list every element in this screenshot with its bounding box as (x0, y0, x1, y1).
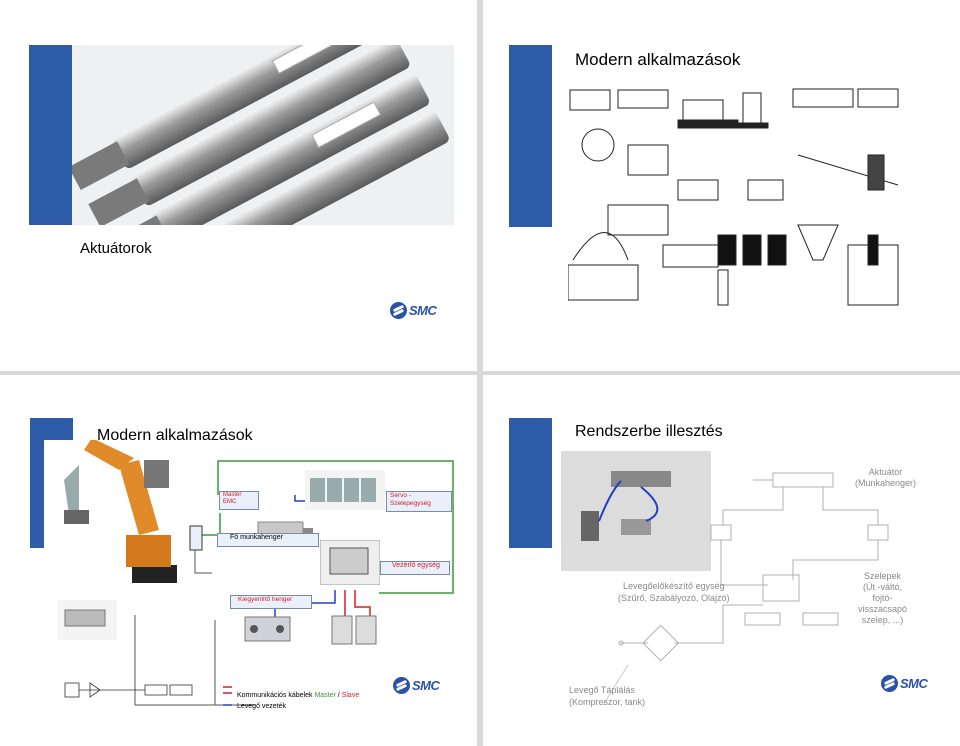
servo-valves-photo (305, 470, 385, 510)
slide-title: Rendszerbe illesztés (575, 423, 723, 440)
slide-2: Modern alkalmazások (483, 0, 960, 371)
smc-logo: SMC (881, 675, 928, 692)
vezerlo-box (380, 561, 450, 575)
aktuator-label: Aktuátor (Munkahenger) (855, 467, 917, 488)
smc-logo: SMC (393, 677, 440, 694)
slide-4: Rendszerbe illesztés Aktuátor (Munkaheng… (483, 375, 960, 746)
valve-unit-photo (244, 616, 291, 642)
cylinder-photo (72, 45, 454, 225)
application-sketches (568, 88, 899, 306)
sketch-caption (583, 318, 703, 324)
slide-title: Modern alkalmazások (575, 50, 741, 69)
controller-photo (320, 540, 380, 585)
fo-munkahenger-label: Fő munkahenger (230, 534, 283, 541)
accent-bar (509, 45, 552, 227)
system-schematic (602, 472, 889, 706)
fo-munkahenger-box (217, 533, 319, 547)
pneumatic-schematic (64, 682, 193, 698)
master-emc-label: Master EMC (223, 492, 242, 505)
slide-title: Aktuátorok (80, 240, 152, 257)
legend-slave: Slave (341, 692, 360, 699)
legend-slash: / (337, 692, 340, 699)
slide-title: Modern alkalmazások (97, 427, 253, 444)
small-cylinder-icon (189, 525, 212, 574)
master-emc-box (219, 491, 259, 510)
smc-logo-icon (393, 677, 410, 694)
servo-box (386, 491, 452, 512)
accent-bar (509, 418, 552, 548)
smc-logo-icon (881, 675, 898, 692)
vezerlo-label: Vezérlő egység (392, 562, 440, 569)
pegboard-photo (561, 451, 711, 571)
robot-photo (44, 440, 179, 585)
servo-label: Servo - Szelepegység (390, 492, 431, 507)
legend-communication: Kommunikációs kábelek Master / Slave (237, 692, 359, 699)
smc-logo-icon (390, 302, 407, 319)
szelepek-label: Szelepek (Út -váltó, fojtó- visszacsapó … (858, 571, 908, 625)
balance-cylinder-photo (57, 600, 117, 640)
levego-taplalas-label: Levegő Táplálás (Kompreszor, tank) (569, 685, 646, 707)
valve-pair-photo (331, 615, 377, 645)
accent-bar (29, 45, 72, 225)
legend-master: Master (314, 692, 336, 699)
slide-3: Modern alkalmazások Master EMC Servo - S… (0, 375, 477, 746)
kiegyenlito-box (230, 595, 312, 609)
slide-1: Aktuátorok SMC (0, 0, 477, 371)
legend-air-line: Levegő vezeték (237, 703, 287, 710)
kiegyenlito-label: Kiegyenlítő henger (238, 596, 293, 603)
smc-logo: SMC (390, 302, 437, 319)
legend-communication-label: Kommunikációs kábelek (237, 692, 313, 699)
levegoelokeszito-label: Levegőelőkészítő egység (Szűrő, Szabályo… (618, 581, 730, 603)
